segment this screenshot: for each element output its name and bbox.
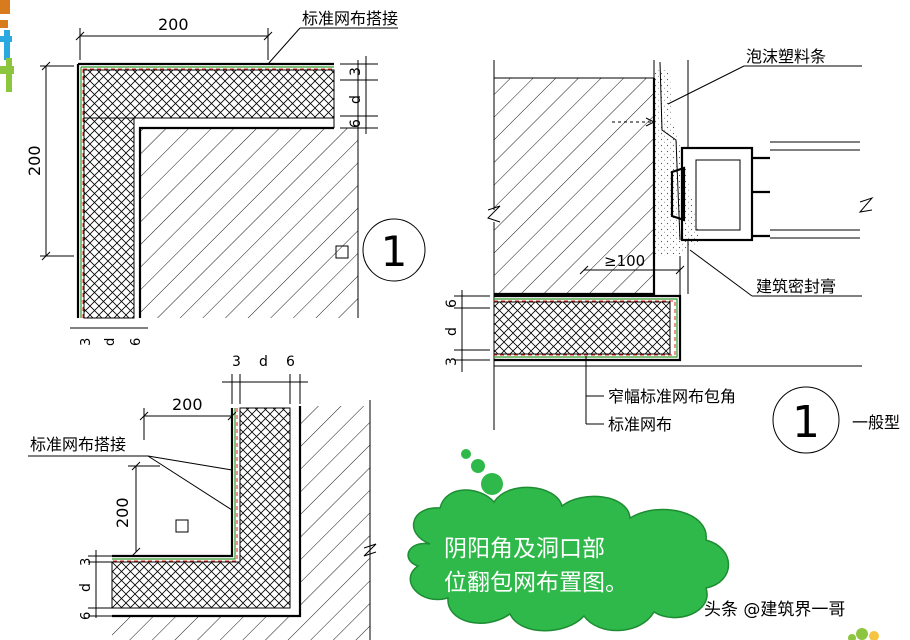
detail-top-right: ≥100 泡沫塑料条 建筑密封膏 6 d 3 窄幅标准网布包角 标准网布 1 一… (444, 47, 900, 454)
dim-vertical: 200 (113, 497, 132, 528)
label-overlap: 标准网布搭接 (30, 435, 126, 454)
detail-top-left: 标准网布搭接 200 200 3 d 6 3 d 6 1 (25, 9, 426, 346)
dim-vertical: 200 (25, 145, 44, 176)
caption-cloud: 阴阳角及洞口部 位翻包网布置图。 (407, 449, 730, 632)
dim-left-d: d (444, 327, 460, 336)
dim-left-3: 3 (79, 558, 94, 566)
dim-bottom-3: 3 (79, 338, 94, 346)
logo-fragment (0, 0, 14, 92)
dim-top-6: 6 (286, 354, 295, 370)
dim-right-6: 6 (348, 119, 364, 128)
detail-type: 一般型 (852, 413, 900, 432)
dim-right-d: d (348, 95, 364, 104)
caption-line-2: 位翻包网布置图。 (444, 570, 628, 596)
dim-left-d: d (78, 583, 94, 592)
label-foam-strip: 泡沫塑料条 (746, 47, 826, 66)
dim-horizontal: 200 (172, 395, 203, 414)
detail-bottom-left: 3 d 6 200 200 标准网布搭接 3 d 6 (28, 354, 377, 640)
dim-bottom-6: 6 (129, 338, 144, 346)
dim-left-6: 6 (79, 612, 94, 620)
watermark: 头条 @建筑界一哥 (704, 600, 845, 620)
dim-min: ≥100 (604, 252, 645, 270)
dim-horizontal: 200 (158, 15, 189, 34)
dim-right-3: 3 (348, 67, 364, 76)
dim-top-3: 3 (232, 354, 241, 370)
detail-number: 1 (381, 227, 408, 276)
detail-number: 1 (792, 397, 820, 448)
label-narrow-mesh: 窄幅标准网布包角 (608, 387, 736, 406)
dim-left-6: 6 (444, 299, 460, 308)
label-overlap: 标准网布搭接 (302, 9, 398, 28)
corner-flower-icon (848, 628, 879, 640)
label-sealant: 建筑密封膏 (756, 277, 836, 296)
dim-bottom-d: d (103, 338, 118, 346)
dim-left-3: 3 (444, 357, 460, 366)
dim-top-d: d (259, 354, 268, 370)
label-standard-mesh: 标准网布 (608, 415, 672, 434)
caption-line-1: 阴阳角及洞口部 (444, 536, 605, 562)
